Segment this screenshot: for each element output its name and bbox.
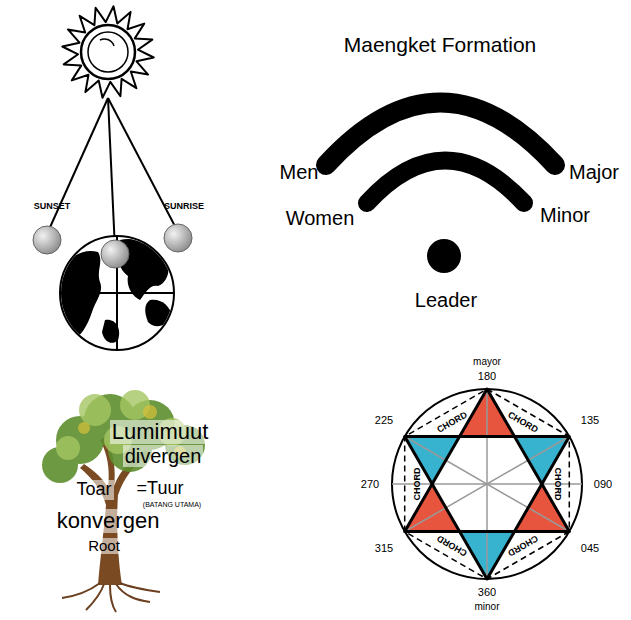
degree-number: 270 (361, 478, 379, 490)
pendulum-lines (47, 98, 178, 250)
leader-label: Leader (415, 289, 477, 311)
pole-label: minor (474, 601, 499, 612)
chord-circle (392, 389, 582, 579)
degree-number: 315 (375, 542, 393, 554)
globe (60, 236, 174, 350)
outer-circle (392, 389, 582, 579)
tree-label: Toar (74, 480, 113, 500)
tree-label: konvergen (55, 509, 162, 533)
scale-label: Minor (540, 204, 590, 226)
degree-number: 045 (581, 542, 599, 554)
pendulum-balls (33, 224, 192, 268)
degree-number: 360 (478, 586, 496, 598)
formation-arcs (326, 103, 555, 204)
star-triangle (405, 437, 570, 580)
sun-crescent (94, 48, 125, 70)
sun-icon (62, 6, 153, 97)
scale-label: Major (569, 161, 619, 183)
sun-swirl (100, 39, 114, 46)
group-label: Men (280, 161, 319, 183)
tree-label: Lumimuut (110, 420, 211, 444)
sun-rays (62, 6, 153, 97)
dashed-hexagon (405, 389, 570, 579)
star-triangle (405, 389, 570, 532)
tree-label: =Tuur (135, 479, 186, 499)
chord-label: CHORD (412, 467, 422, 500)
sun-ring (88, 32, 128, 72)
degree-number: 135 (581, 414, 599, 426)
spoke-line (405, 437, 570, 532)
tree-label: Root (86, 538, 122, 555)
degree-number: 225 (375, 414, 393, 426)
sun-disc (81, 25, 135, 79)
degree-number: 180 (478, 370, 496, 382)
tree-label: divergen (123, 445, 204, 467)
direction-label: SUNRISE (164, 202, 204, 212)
chord-label: CHORD (552, 467, 562, 500)
group-label: Women (286, 207, 355, 229)
degree-number: 090 (594, 478, 612, 490)
tree-label: (BATANG UTAMA) (141, 501, 203, 509)
direction-label: SUNSET (34, 202, 71, 212)
pole-label: mayor (473, 356, 501, 367)
leader-dot (427, 239, 461, 273)
spoke-line (405, 437, 570, 532)
formation-title: Maengket Formation (344, 33, 537, 56)
